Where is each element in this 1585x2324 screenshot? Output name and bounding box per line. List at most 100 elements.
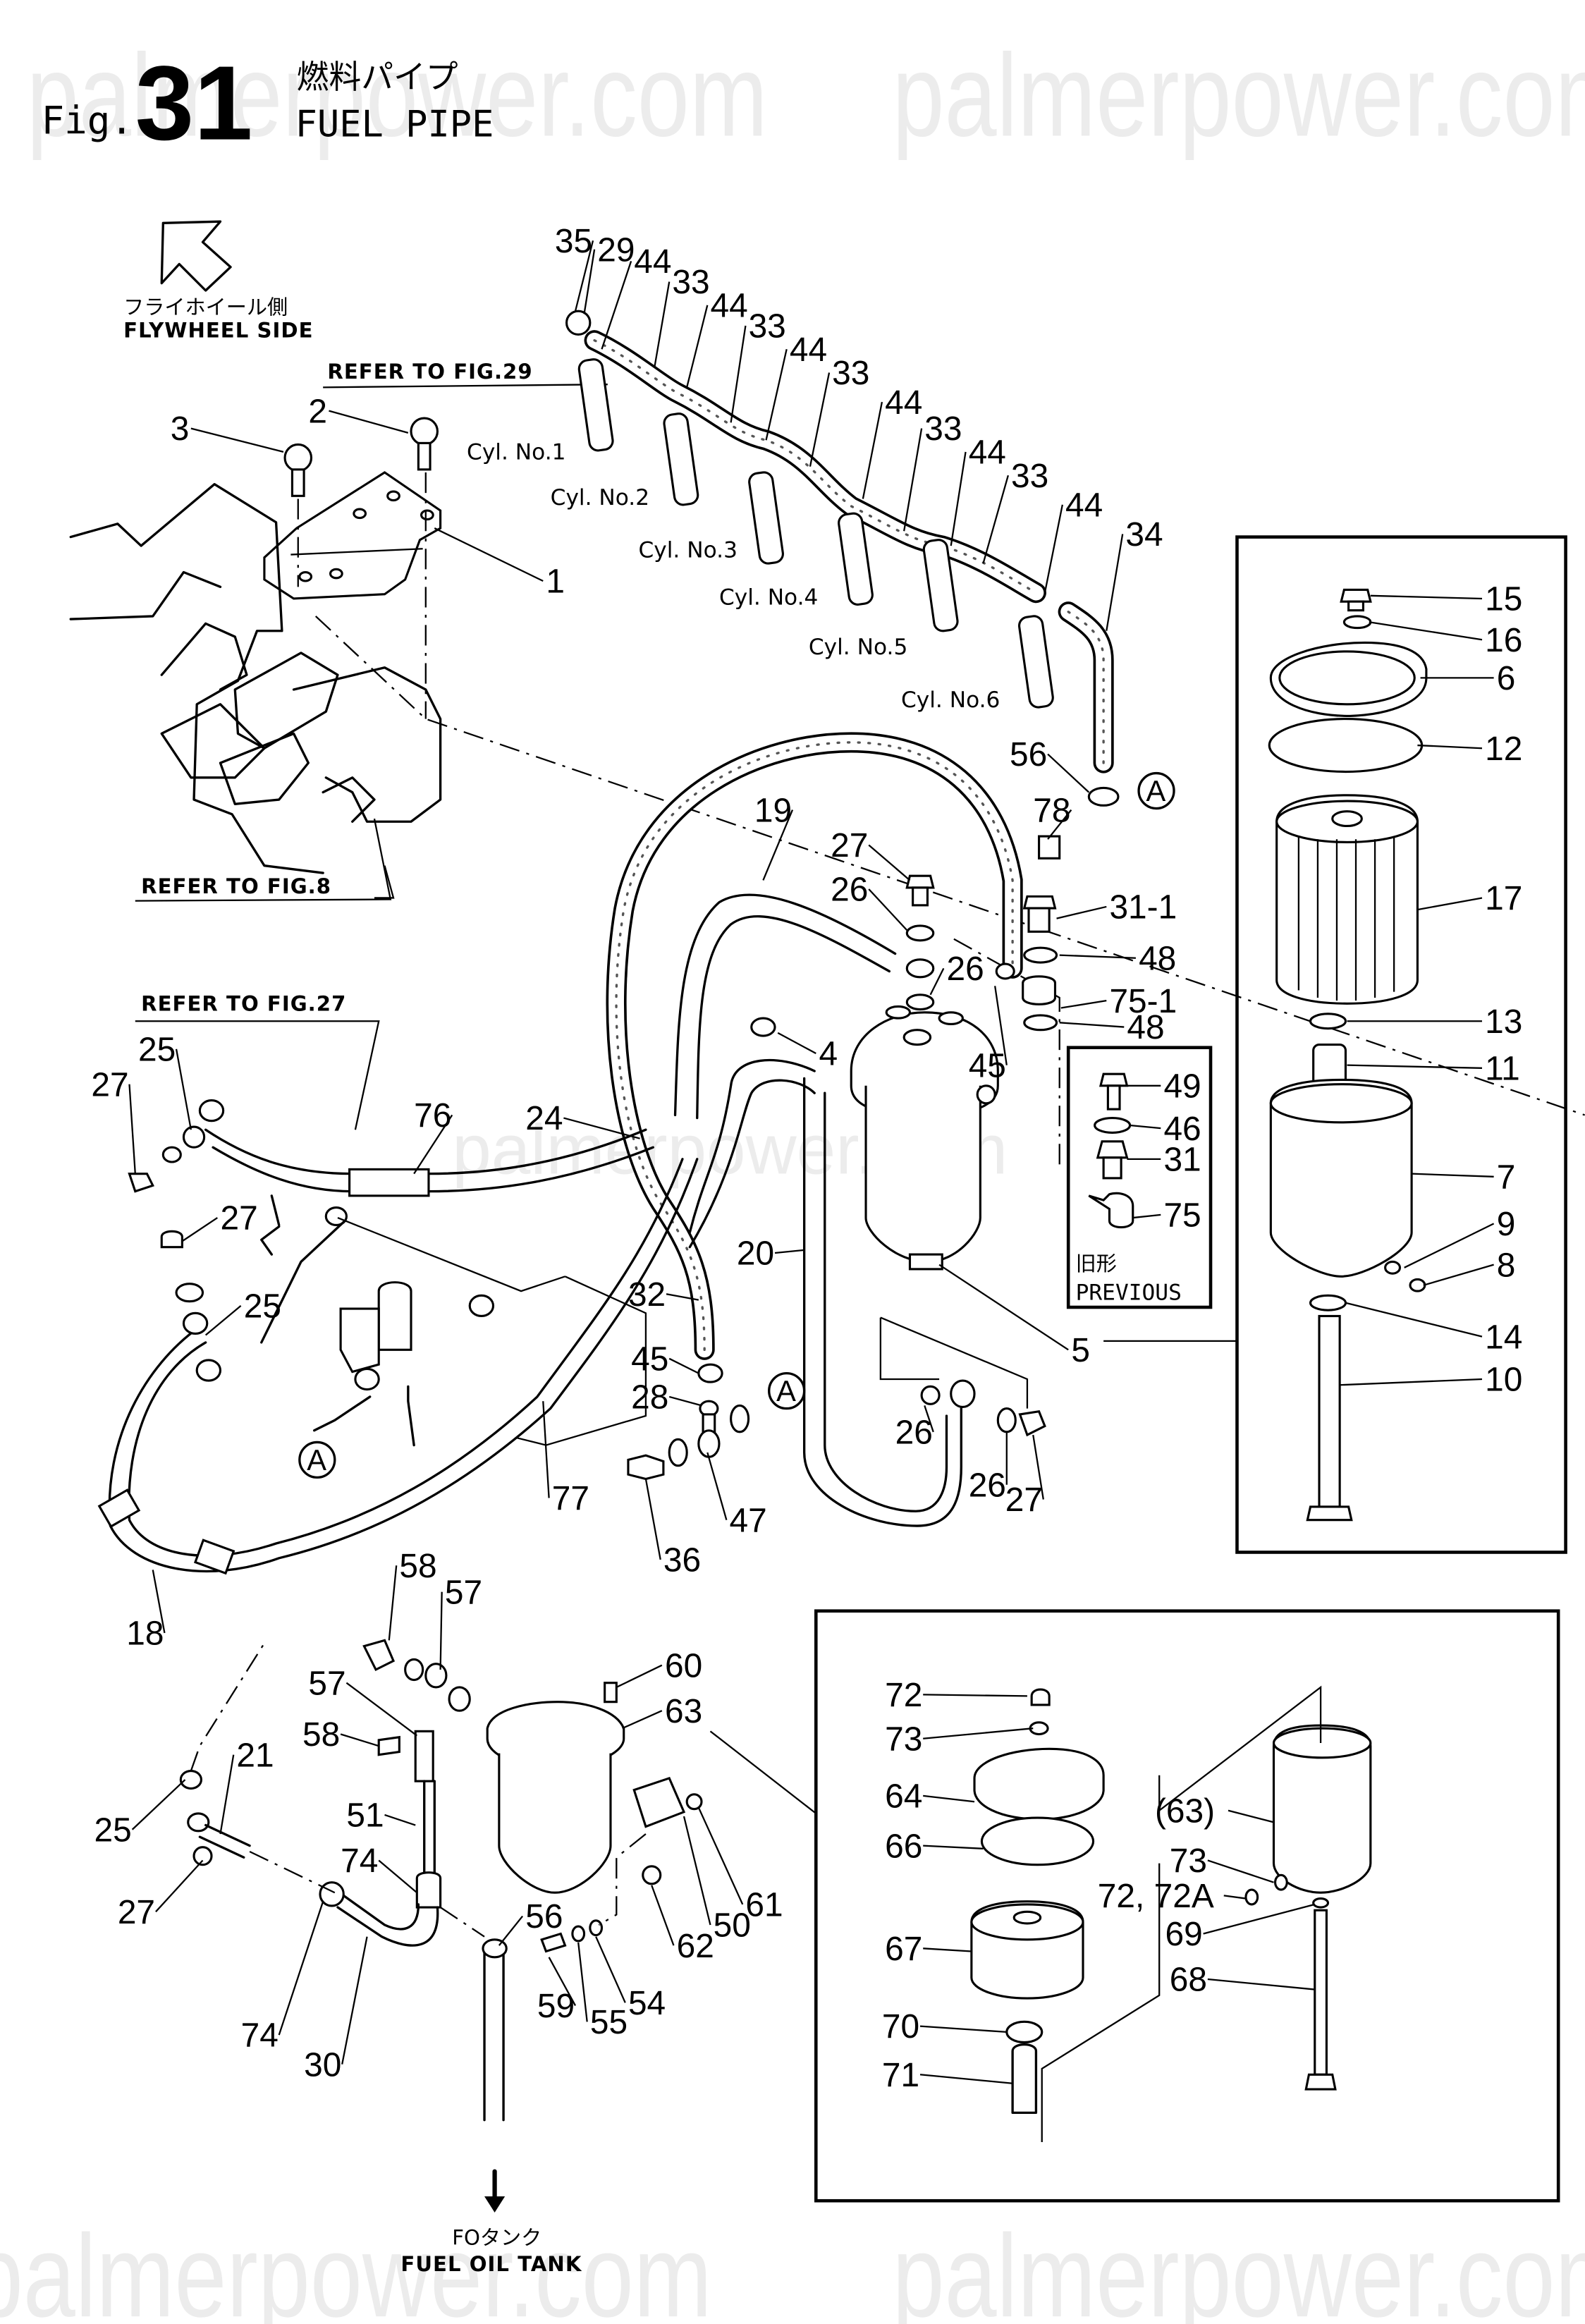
connector-a-left-label: A xyxy=(307,1443,326,1476)
part-callout-20: 20 xyxy=(737,1235,774,1273)
part-callout-68: 68 xyxy=(1170,1962,1207,1999)
leader-line xyxy=(697,1807,744,1905)
leader-line xyxy=(651,1885,675,1946)
flywheel-label-jp: フライホイール側 xyxy=(123,295,288,319)
title-english: FUEL PIPE xyxy=(295,104,494,146)
leader-line xyxy=(1060,999,1107,1009)
part-callout-54: 54 xyxy=(628,1985,666,2022)
leader-line xyxy=(278,1901,324,2036)
part-callout-33: 33 xyxy=(924,410,962,448)
leader-line xyxy=(128,1084,136,1174)
part-callout-28: 28 xyxy=(631,1379,668,1417)
leader-line xyxy=(938,1264,1069,1351)
part-callout-26: 26 xyxy=(946,950,984,988)
leader-line xyxy=(1347,1064,1483,1069)
leader-line xyxy=(329,410,409,434)
part-callout-26: 26 xyxy=(831,872,868,909)
leader-line xyxy=(1203,1903,1316,1935)
banjo-bolt-35-icon xyxy=(565,310,592,336)
part-callout-62: 62 xyxy=(677,1928,714,1965)
lower-fuel-filter xyxy=(486,1682,703,1953)
leader-line xyxy=(340,1733,379,1747)
part-callout-7: 7 xyxy=(1497,1158,1516,1196)
part-callout-27: 27 xyxy=(831,827,868,864)
part-callout-27: 27 xyxy=(118,1894,155,1931)
leader-line xyxy=(616,1664,663,1688)
leader-line xyxy=(175,1048,192,1130)
part-callout-66: 66 xyxy=(885,1828,922,1865)
part-callout-13: 13 xyxy=(1485,1003,1522,1041)
part-callout-19: 19 xyxy=(754,792,792,829)
cylinder-labels: Cyl. No.1 Cyl. No.2 Cyl. No.3 Cyl. No.4 … xyxy=(467,439,1000,713)
connector-a-left xyxy=(298,1441,336,1479)
refer-fig29: REFER TO FIG.29 xyxy=(327,360,532,384)
flywheel-direction: フライホイール側 FLYWHEEL SIDE xyxy=(123,220,313,343)
connector-a-top-label: A xyxy=(1146,774,1165,807)
part-callout-76: 76 xyxy=(414,1097,451,1135)
part-callout-44: 44 xyxy=(634,243,671,281)
part-callout-75: 75 xyxy=(1163,1197,1201,1235)
leader-line xyxy=(774,1249,804,1254)
part-callout-27: 27 xyxy=(91,1066,128,1103)
leader-line xyxy=(378,1859,418,1894)
leader-line xyxy=(1130,1124,1161,1130)
part-callout-35: 35 xyxy=(555,223,592,260)
leader-line xyxy=(1044,504,1063,593)
part-callout-18: 18 xyxy=(126,1615,164,1653)
fuel-lines xyxy=(97,732,1023,1575)
cyl-label-3: Cyl. No.3 xyxy=(639,538,738,563)
leader-line xyxy=(574,240,594,312)
part-callout-33: 33 xyxy=(1011,458,1048,495)
lower-center-fittings xyxy=(627,1363,1046,1481)
cyl-label-4: Cyl. No.4 xyxy=(719,585,818,610)
part-callout-49: 49 xyxy=(1163,1068,1201,1105)
leader-line xyxy=(1423,1264,1494,1286)
part-callout-77: 77 xyxy=(552,1480,589,1517)
feed-pump-area xyxy=(128,1099,647,1447)
leader-line xyxy=(1404,1223,1495,1268)
part-callout--63-: (63) xyxy=(1155,1792,1215,1830)
leader-line xyxy=(1223,1895,1247,1900)
strainer-exploded-view xyxy=(970,1685,1372,2142)
leader-line xyxy=(929,967,945,996)
leader-line xyxy=(923,1845,984,1849)
leader-line xyxy=(868,888,908,931)
part-callout-72: 72 xyxy=(885,1677,922,1714)
part-callout-74: 74 xyxy=(241,2017,279,2055)
watermark-bottom-left: palmerpower.com xyxy=(0,2210,712,2324)
part-callout-73: 73 xyxy=(1170,1842,1207,1880)
leader-line xyxy=(765,348,788,441)
part-callout-26: 26 xyxy=(969,1467,1006,1504)
leader-line xyxy=(622,1710,663,1730)
leader-line xyxy=(1047,753,1090,793)
part-callout-50: 50 xyxy=(714,1907,751,1945)
part-callout-55: 55 xyxy=(590,2004,628,2041)
arrow-up-left-icon xyxy=(160,220,232,292)
leader-line xyxy=(762,809,794,881)
part-callout-2: 2 xyxy=(308,393,327,430)
part-callout-48: 48 xyxy=(1127,1009,1164,1046)
part-callout-9: 9 xyxy=(1497,1206,1516,1243)
cyl-label-6: Cyl. No.6 xyxy=(901,687,1000,713)
leader-line xyxy=(923,1947,972,1952)
part-callout-33: 33 xyxy=(672,264,709,301)
part-callout-1: 1 xyxy=(546,563,565,601)
bolt-2-icon xyxy=(410,417,439,471)
leader-line xyxy=(1417,744,1483,750)
leader-line xyxy=(1032,1434,1044,1500)
injector-cyl-5 xyxy=(922,539,959,632)
leader-line xyxy=(668,1357,699,1374)
leader-line xyxy=(683,1816,711,1926)
part-callout-44: 44 xyxy=(969,434,1006,472)
watermark-bottom-right: palmerpower.com xyxy=(892,2210,1585,2324)
fuel-tank-label-jp: FOタンク xyxy=(452,2226,541,2250)
leader-line xyxy=(1106,534,1124,631)
bracket-assembly xyxy=(263,417,442,719)
part-callout-58: 58 xyxy=(399,1548,436,1585)
leader-line xyxy=(601,261,632,350)
leader-line xyxy=(706,1452,728,1521)
part-callout-6: 6 xyxy=(1497,660,1516,697)
leader-line xyxy=(577,1942,588,2022)
leader-line xyxy=(1047,809,1072,840)
